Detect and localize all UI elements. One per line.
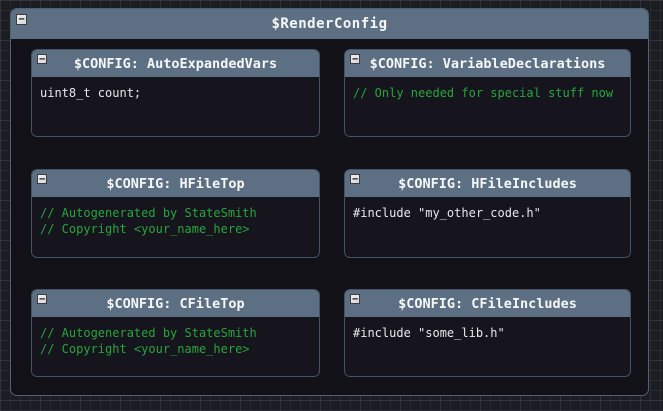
collapse-button[interactable]: −: [37, 54, 47, 64]
code-line: // Autogenerated by StateSmith: [40, 326, 257, 340]
code-line: // Copyright <your_name_here>: [40, 222, 250, 236]
config-box-header[interactable]: − $CONFIG: CFileIncludes: [345, 290, 630, 317]
config-box-body: // Only needed for special stuff now: [345, 77, 630, 109]
collapse-button[interactable]: −: [350, 174, 360, 184]
config-box-cfile-includes[interactable]: − $CONFIG: CFileIncludes #include "some_…: [344, 289, 631, 377]
config-box-title: $CONFIG: AutoExpandedVars: [73, 55, 278, 72]
code-line: // Only needed for special stuff now: [353, 86, 614, 100]
config-box-variable-declarations[interactable]: − $CONFIG: VariableDeclarations // Only …: [344, 49, 631, 137]
code-line: #include "some_lib.h": [353, 326, 505, 340]
code-line: // Autogenerated by StateSmith: [40, 206, 257, 220]
config-box-hfile-includes[interactable]: − $CONFIG: HFileIncludes #include "my_ot…: [344, 169, 631, 258]
group-title: $RenderConfig: [271, 16, 388, 32]
renderconfig-group-header[interactable]: − $RenderConfig: [11, 9, 648, 39]
config-box-title: $CONFIG: CFileTop: [106, 295, 245, 312]
config-box-auto-expanded-vars[interactable]: − $CONFIG: AutoExpandedVars uint8_t coun…: [31, 49, 320, 137]
config-box-title: $CONFIG: VariableDeclarations: [369, 55, 606, 72]
collapse-button[interactable]: −: [37, 294, 47, 304]
config-box-title: $CONFIG: HFileIncludes: [398, 175, 577, 192]
config-box-body: uint8_t count;: [32, 77, 319, 109]
minus-icon: −: [351, 53, 359, 65]
config-box-header[interactable]: − $CONFIG: CFileTop: [32, 290, 319, 317]
collapse-button[interactable]: −: [350, 294, 360, 304]
collapse-button[interactable]: −: [16, 14, 27, 25]
code-line: // Copyright <your_name_here>: [40, 342, 250, 356]
config-box-hfile-top[interactable]: − $CONFIG: HFileTop // Autogenerated by …: [31, 169, 320, 258]
config-box-title: $CONFIG: CFileIncludes: [398, 295, 577, 312]
config-box-body: // Autogenerated by StateSmith // Copyri…: [32, 197, 319, 245]
minus-icon: −: [351, 173, 359, 185]
config-box-cfile-top[interactable]: − $CONFIG: CFileTop // Autogenerated by …: [31, 289, 320, 377]
minus-icon: −: [38, 53, 46, 65]
renderconfig-group-node[interactable]: − $RenderConfig − $CONFIG: AutoExpandedV…: [10, 8, 649, 396]
config-box-header[interactable]: − $CONFIG: HFileTop: [32, 170, 319, 197]
config-box-title: $CONFIG: HFileTop: [106, 175, 245, 192]
config-box-body: #include "my_other_code.h": [345, 197, 630, 229]
code-line: #include "my_other_code.h": [353, 206, 541, 220]
minus-icon: −: [38, 293, 46, 305]
config-box-header[interactable]: − $CONFIG: AutoExpandedVars: [32, 50, 319, 77]
collapse-button[interactable]: −: [37, 174, 47, 184]
minus-icon: −: [351, 293, 359, 305]
code-line: uint8_t count;: [40, 86, 142, 100]
config-box-body: // Autogenerated by StateSmith // Copyri…: [32, 317, 319, 365]
config-box-body: #include "some_lib.h": [345, 317, 630, 349]
minus-icon: −: [18, 14, 25, 25]
config-box-header[interactable]: − $CONFIG: HFileIncludes: [345, 170, 630, 197]
collapse-button[interactable]: −: [350, 54, 360, 64]
minus-icon: −: [38, 173, 46, 185]
config-box-header[interactable]: − $CONFIG: VariableDeclarations: [345, 50, 630, 77]
